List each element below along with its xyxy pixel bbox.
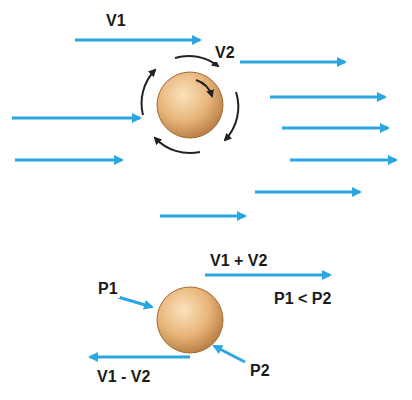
velocity-label: V1 — [104, 12, 128, 30]
airflow-arrows — [12, 40, 396, 362]
pressure-relation: P1 < P2 — [272, 290, 333, 308]
pressure-label: P1 — [96, 280, 120, 298]
pressure-label: P2 — [248, 362, 272, 380]
velocity-label: V2 — [213, 44, 237, 62]
ball — [157, 287, 223, 353]
spin-arrows — [142, 56, 239, 153]
spinning-ball — [157, 72, 223, 138]
velocity-label: V1 - V2 — [95, 368, 152, 386]
velocity-label: V1 + V2 — [208, 252, 269, 270]
